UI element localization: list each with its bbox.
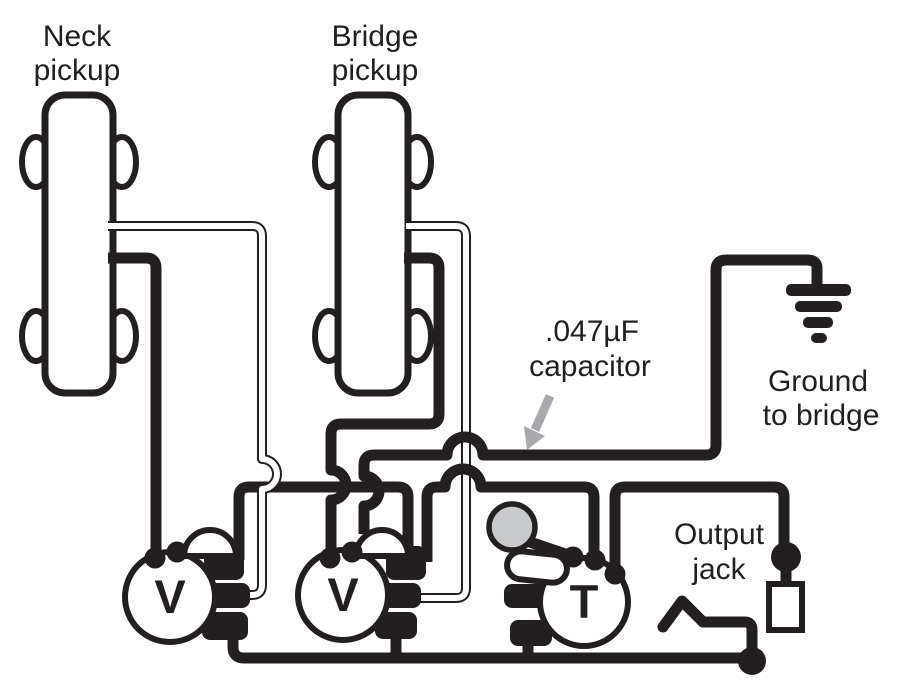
capacitor-hairpin-leg (504, 548, 570, 586)
solder-dot (166, 541, 188, 563)
capacitor-label: .047µF (545, 315, 639, 348)
bridge-pickup-white-wire (406, 221, 471, 603)
neck-pickup-black-wire (108, 252, 162, 550)
pot-casing-lug-arc (180, 527, 240, 559)
pot-lug (202, 612, 248, 640)
solder-dot (341, 541, 363, 563)
output-jack-label: jack (691, 553, 746, 586)
output-bus-wire (233, 463, 600, 562)
ground-symbol-icon (786, 284, 851, 343)
capacitor-leg (521, 535, 574, 561)
jack-ground-dot (738, 647, 766, 675)
output-jack-hot-wire (609, 481, 790, 566)
output-jack (657, 542, 805, 675)
neck-pickup-label: pickup (34, 54, 121, 87)
output-jack-label: Output (674, 518, 765, 551)
jack-sleeve (766, 581, 805, 633)
solder-dot (144, 547, 166, 569)
capacitor-arrow-icon (524, 394, 555, 450)
labels: Neck pickup Bridge pickup .047µF capacit… (34, 20, 880, 586)
ground-label: to bridge (763, 399, 880, 432)
bridge-pickup-body (334, 91, 412, 397)
neck-pickup (19, 91, 139, 397)
pot-casing-lug-arc (352, 527, 412, 559)
neck-pickup-label: Neck (43, 20, 112, 53)
pot-lug (375, 612, 417, 639)
solder-dot (319, 547, 341, 569)
jack-spring-contact (657, 595, 758, 658)
ground-bus-wire (227, 628, 748, 664)
capacitor-component (486, 501, 574, 586)
pot-letter: V (327, 568, 359, 621)
ground-label: Ground (768, 365, 868, 398)
bridge-pickup-label: pickup (332, 54, 419, 87)
bridge-pickup-black-wire (325, 252, 445, 550)
jack-tip-contact (771, 542, 801, 572)
neck-pickup-body (41, 91, 117, 397)
pot-lug (510, 620, 552, 646)
bridge-pickup-label: Bridge (332, 20, 419, 53)
solder-dot (584, 549, 606, 571)
bridge-pickup (312, 91, 434, 397)
solder-dot (604, 563, 626, 585)
neck-volume-pot: V (122, 527, 250, 645)
neck-pickup-white-wire (108, 221, 282, 600)
ground-to-bridge-wire (358, 254, 823, 534)
tone-pot: T (486, 501, 631, 649)
capacitor-body (486, 501, 538, 553)
solder-dot (562, 546, 584, 568)
capacitor-label: capacitor (529, 350, 651, 383)
pot-letter: V (154, 570, 186, 623)
pot-letter: T (570, 575, 599, 628)
bridge-volume-pot: V (295, 527, 426, 643)
